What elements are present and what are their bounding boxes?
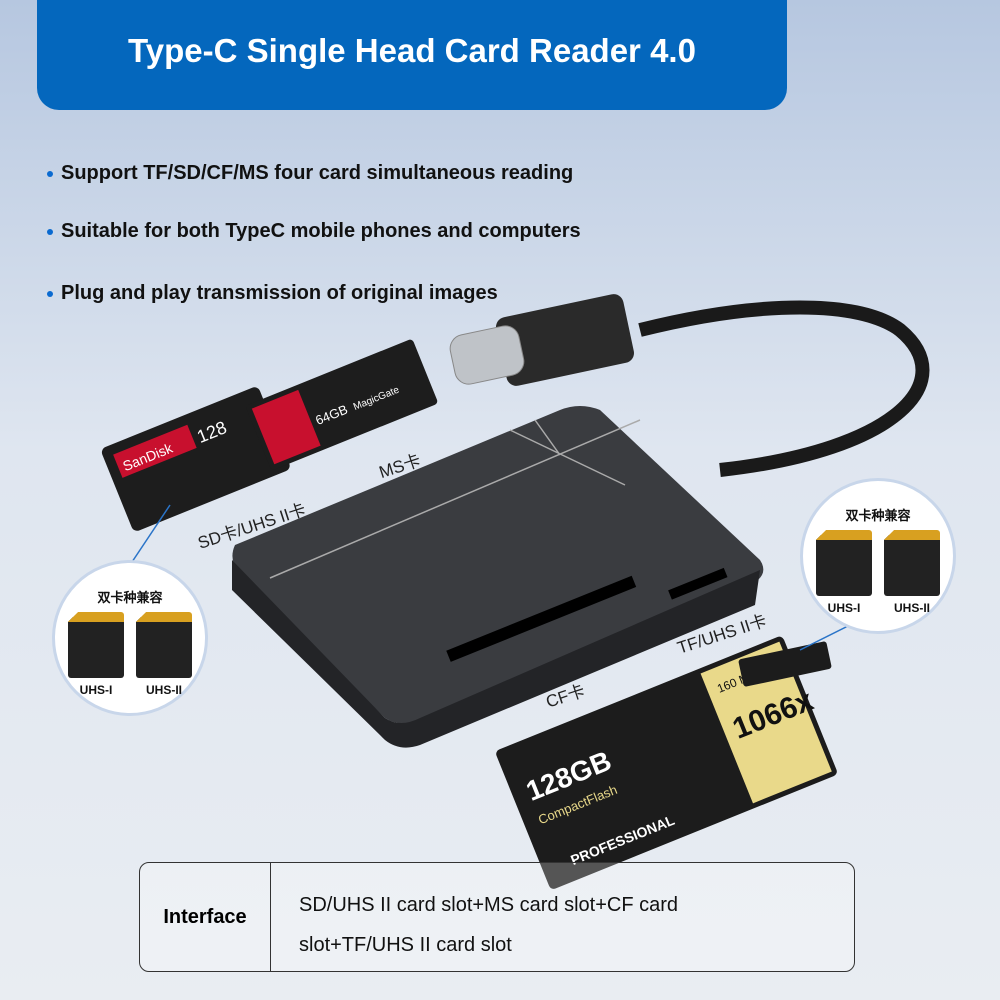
sd-card-icon [816, 530, 872, 596]
bullet-text: Support TF/SD/CF/MS four card simultaneo… [61, 162, 574, 184]
card-type: UHS-I [827, 601, 861, 615]
sd-slot [668, 567, 728, 600]
sd-card-icon [136, 612, 192, 678]
spec-value-line: SD/UHS II card slot+MS card slot+CF card [299, 894, 679, 916]
bullet-dot-icon [47, 170, 53, 177]
sd-card-icon [884, 530, 940, 596]
feature-bullet: Support TF/SD/CF/MS four card simultaneo… [47, 162, 573, 185]
cf-slot [446, 575, 637, 662]
compat-title: 双卡种兼容 [845, 508, 911, 523]
sd-card-icon [68, 612, 124, 678]
tf-card [738, 641, 832, 687]
card-type: UHS-II [146, 683, 182, 697]
bullet-text: Suitable for both TypeC mobile phones an… [61, 220, 581, 242]
feature-bullet: Suitable for both TypeC mobile phones an… [47, 220, 581, 243]
reader-body [232, 406, 764, 724]
compat-title: 双卡种兼容 [97, 590, 163, 605]
spec-label: Interface [140, 863, 271, 971]
spec-value-line: slot+TF/UHS II card slot [299, 934, 512, 956]
page-title: Type-C Single Head Card Reader 4.0 [128, 32, 696, 69]
title-banner: Type-C Single Head Card Reader 4.0 [37, 0, 787, 110]
bullet-text: Plug and play transmission of original i… [61, 282, 498, 304]
compat-badge-right: 双卡种兼容 UHS-I UHS-II [800, 478, 956, 634]
card-type: UHS-I [79, 683, 113, 697]
bullet-dot-icon [47, 290, 53, 297]
bullet-dot-icon [47, 228, 53, 235]
spec-table: Interface SD/UHS II card slot+MS card sl… [139, 862, 855, 972]
usb-c-plug [496, 294, 634, 386]
feature-bullet: Plug and play transmission of original i… [47, 282, 498, 305]
spec-value: SD/UHS II card slot+MS card slot+CF card… [271, 863, 678, 971]
compat-badge-left: 双卡种兼容 UHS-I UHS-II [52, 560, 208, 716]
card-type: UHS-II [894, 601, 930, 615]
